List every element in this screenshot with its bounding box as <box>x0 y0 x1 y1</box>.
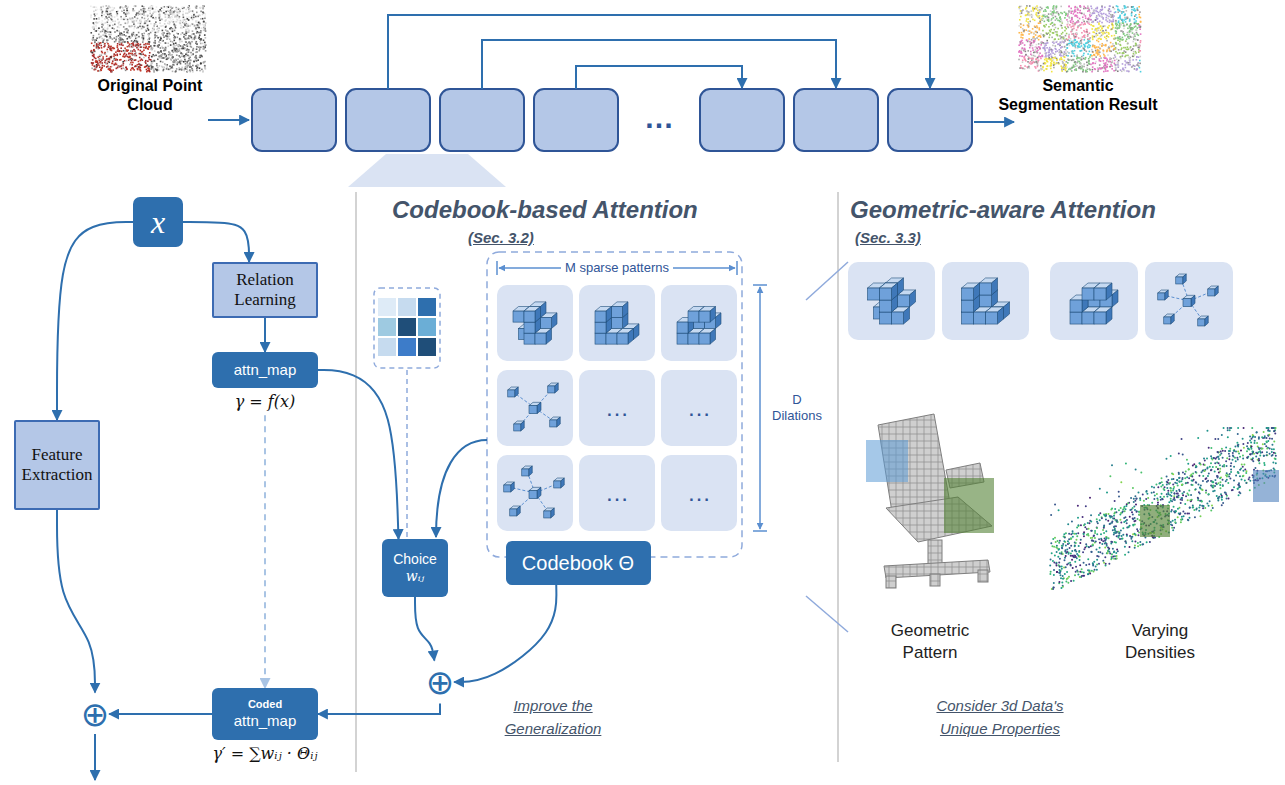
canvas: xRelation Learningattn_mapγ = f(x)Featur… <box>0 0 1285 785</box>
